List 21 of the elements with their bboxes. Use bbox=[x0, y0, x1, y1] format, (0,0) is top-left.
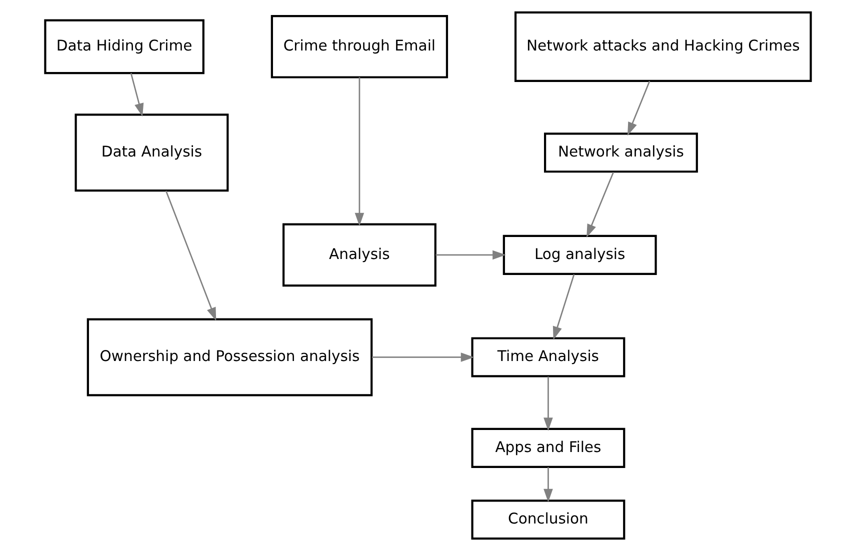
node-box: Crime through Email bbox=[270, 15, 448, 78]
arrow bbox=[543, 376, 552, 431]
node-box: Data Analysis bbox=[74, 114, 228, 192]
arrow bbox=[626, 80, 650, 136]
node-box: Ownership and Possession analysis bbox=[86, 318, 372, 396]
arrow bbox=[130, 72, 144, 117]
arrow bbox=[543, 467, 552, 502]
node-box: Apps and Files bbox=[470, 428, 625, 468]
arrow bbox=[164, 190, 216, 321]
arrow bbox=[552, 274, 574, 340]
arrow bbox=[435, 250, 506, 260]
node-box: Analysis bbox=[282, 223, 436, 287]
node-box: Time Analysis bbox=[470, 337, 625, 378]
arrow bbox=[354, 77, 364, 226]
node-box: Network analysis bbox=[544, 132, 698, 173]
node-box: Conclusion bbox=[470, 500, 625, 540]
node-box: Log analysis bbox=[502, 234, 656, 275]
arrow bbox=[586, 172, 614, 238]
arrow bbox=[371, 352, 474, 362]
node-box: Data Hiding Crime bbox=[44, 19, 204, 74]
node-box: Network attacks and Hacking Crimes bbox=[514, 11, 812, 82]
